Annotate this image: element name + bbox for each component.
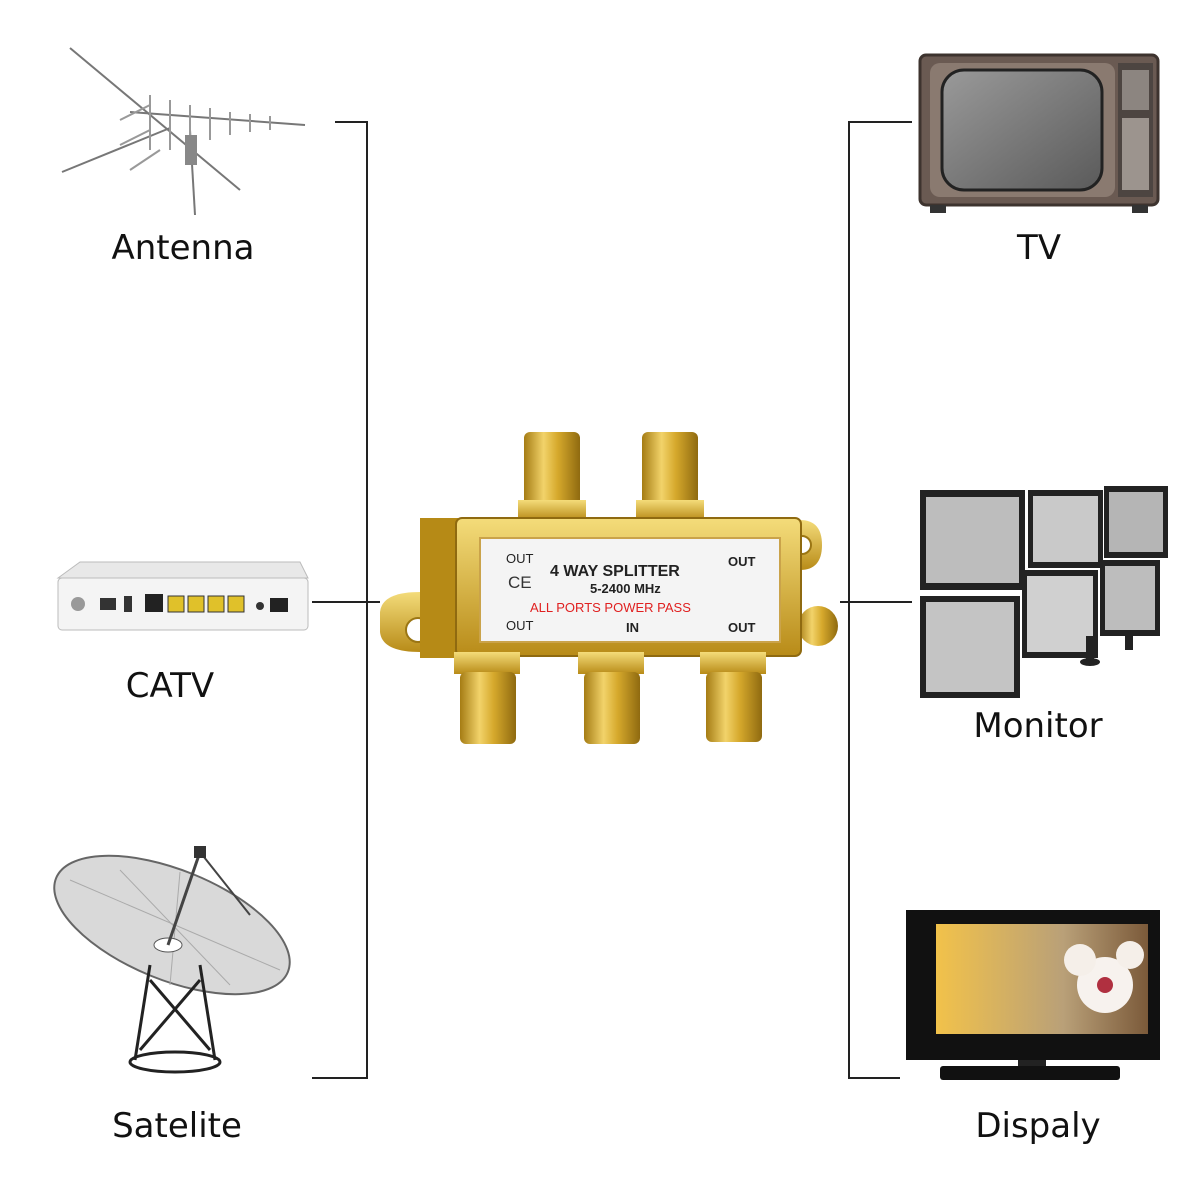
splitter-out-top-right: OUT bbox=[728, 554, 756, 569]
label-display: Dispaly bbox=[975, 1106, 1101, 1146]
left-bus bbox=[312, 121, 368, 1079]
splitter-out-top-left: OUT bbox=[506, 551, 534, 566]
splitter-port-bottom-left bbox=[454, 652, 520, 744]
splitter-frequency: 5-2400 MHz bbox=[590, 581, 661, 596]
label-catv: CATV bbox=[125, 666, 215, 706]
flat-display-icon bbox=[906, 910, 1160, 1080]
satellite-dish-icon bbox=[53, 846, 291, 1074]
monitor-wall-icon bbox=[920, 486, 1168, 698]
splitter-port-top-right bbox=[636, 432, 704, 520]
label-antenna: Antenna bbox=[111, 228, 255, 268]
label-satellite: Satelite bbox=[112, 1106, 242, 1146]
splitter-port-top-left bbox=[518, 432, 586, 520]
antenna-icon bbox=[61, 47, 306, 216]
crt-tv-icon bbox=[918, 53, 1160, 213]
label-monitor: Monitor bbox=[973, 706, 1103, 746]
splitter-device: OUT CE 4 WAY SPLITTER OUT 5-2400 MHz ALL… bbox=[380, 432, 838, 744]
splitter-ce-mark: CE bbox=[508, 573, 532, 592]
splitter-out-bottom-left: OUT bbox=[506, 618, 534, 633]
splitter-port-bottom-in bbox=[578, 652, 644, 744]
catv-modem-icon bbox=[56, 561, 309, 631]
splitter-power-pass: ALL PORTS POWER PASS bbox=[530, 600, 691, 615]
right-bus bbox=[367, 121, 912, 1079]
splitter-port-bottom-right bbox=[700, 652, 766, 742]
splitter-out-bottom-right: OUT bbox=[728, 620, 756, 635]
label-tv: TV bbox=[1016, 228, 1062, 268]
splitter-title: 4 WAY SPLITTER bbox=[550, 563, 680, 580]
splitter-in: IN bbox=[626, 620, 639, 635]
